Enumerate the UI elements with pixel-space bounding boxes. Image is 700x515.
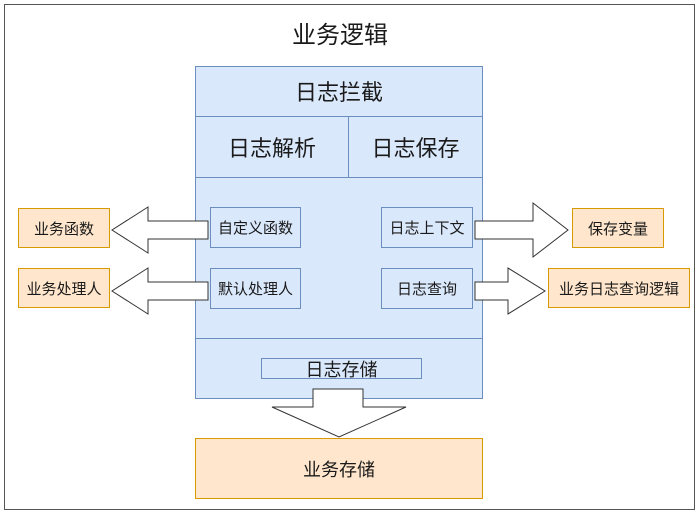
custom-function-box: 自定义函数 bbox=[210, 207, 301, 248]
arrow-down-to-business-storage bbox=[271, 388, 407, 438]
log-interceptor-header: 日志拦截 bbox=[294, 81, 383, 106]
business-function-box: 业务函数 bbox=[18, 208, 110, 248]
log-query-box: 日志查询 bbox=[381, 268, 473, 309]
business-storage-box: 业务存储 bbox=[195, 438, 483, 499]
arrow-left-to-business-handler bbox=[111, 267, 209, 315]
log-save-box: 日志保存 bbox=[348, 116, 483, 178]
default-handler-box: 默认处理人 bbox=[210, 268, 301, 309]
log-context-box: 日志上下文 bbox=[381, 207, 473, 248]
business-log-query-logic-box: 业务日志查询逻辑 bbox=[548, 268, 690, 308]
diagram-title: 业务逻辑 bbox=[292, 21, 388, 49]
arrow-right-to-log-query-logic bbox=[474, 267, 546, 315]
save-variable-box: 保存变量 bbox=[572, 208, 664, 248]
log-storage-box: 日志存储 bbox=[261, 358, 422, 381]
business-handler-box: 业务处理人 bbox=[18, 268, 110, 308]
arrow-left-to-business-function bbox=[111, 206, 209, 254]
log-parse-box: 日志解析 bbox=[195, 116, 349, 178]
arrow-right-to-save-variable bbox=[474, 201, 569, 259]
